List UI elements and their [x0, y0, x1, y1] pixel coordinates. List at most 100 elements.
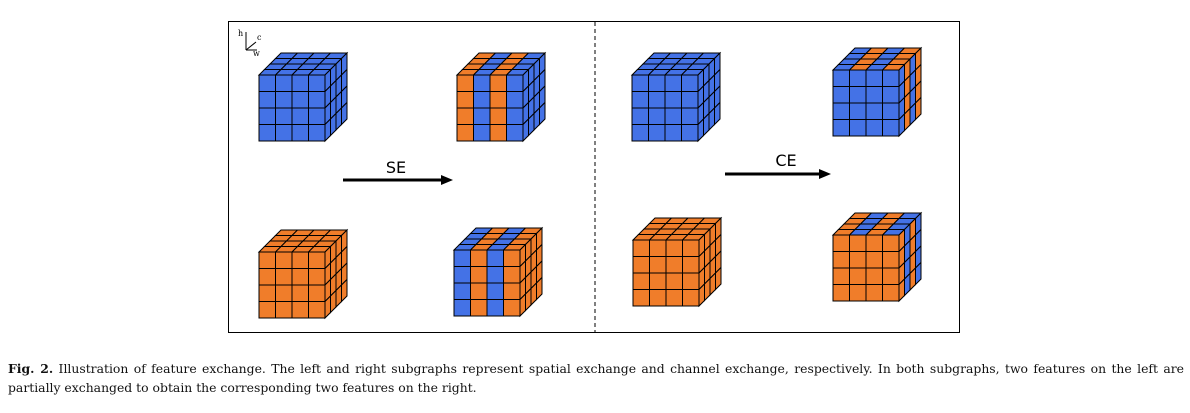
cube-front-cell [275, 74, 293, 92]
cube-front-cell [649, 272, 667, 290]
cube-front-cell [682, 239, 700, 257]
cube-front-cell [291, 268, 309, 286]
cube-front-cell [258, 74, 276, 92]
cube-front-cell [882, 284, 900, 302]
cube-ce-output-top [831, 46, 923, 138]
axis-legend: h c w [238, 29, 262, 58]
cube-front-cell [470, 299, 488, 317]
cube-front-cell [631, 124, 649, 142]
cube-se-input-orange [257, 228, 349, 320]
cube-front-cell [631, 74, 649, 92]
cube-front-cell [486, 299, 504, 317]
cube-front-cell [682, 289, 700, 307]
caption-label: Fig. 2. [8, 361, 54, 376]
cube-front-cell [275, 251, 293, 269]
cube-front-cell [503, 249, 521, 267]
cube-front-cell [648, 124, 666, 142]
cube-front-cell [506, 124, 524, 142]
cube-front-cell [275, 91, 293, 109]
cube-front-cell [865, 69, 883, 87]
cube-front-cell [308, 301, 326, 319]
cube-front-cell [456, 91, 474, 109]
cube-front-cell [258, 301, 276, 319]
cube-front-cell [631, 107, 649, 125]
cube-front-cell [291, 251, 309, 269]
cube-front-cell [258, 91, 276, 109]
cube-front-cell [470, 249, 488, 267]
cube-front-cell [849, 267, 867, 285]
cube-front-cell [882, 267, 900, 285]
cube-front-cell [486, 266, 504, 284]
cube-front-cell [275, 284, 293, 302]
cube-front-cell [832, 234, 850, 252]
cube-front-cell [665, 272, 683, 290]
cube-front-cell [291, 107, 309, 125]
cube-ce-input-orange [631, 216, 723, 308]
cube-front-cell [632, 272, 650, 290]
cube-front-cell [632, 289, 650, 307]
figure-frame [228, 21, 960, 333]
cube-front-cell [649, 289, 667, 307]
cube-front-cell [489, 91, 507, 109]
cube-front-cell [832, 119, 850, 137]
cube-front-cell [648, 74, 666, 92]
cube-front-cell [308, 107, 326, 125]
figure-canvas: h c w SE CE [238, 22, 923, 332]
cube-front-cell [308, 124, 326, 142]
cube-front-cell [258, 284, 276, 302]
se-label: SE [386, 158, 406, 177]
cube-front-cell [453, 282, 471, 300]
cube-front-cell [849, 284, 867, 302]
cube-front-cell [832, 69, 850, 87]
cube-front-cell [865, 119, 883, 137]
axis-label-c: c [257, 33, 262, 42]
cube-front-cell [489, 107, 507, 125]
cube-front-cell [275, 107, 293, 125]
cube-front-cell [506, 107, 524, 125]
cube-front-cell [258, 124, 276, 142]
se-arrow: SE [343, 158, 453, 185]
cube-front-cell [664, 124, 682, 142]
cube-front-cell [681, 91, 699, 109]
cube-front-cell [275, 268, 293, 286]
cube-front-cell [882, 102, 900, 120]
cube-front-cell [308, 268, 326, 286]
cube-front-cell [258, 107, 276, 125]
cube-front-cell [832, 267, 850, 285]
cube-front-cell [832, 86, 850, 104]
cube-front-cell [664, 91, 682, 109]
cube-front-cell [882, 86, 900, 104]
cube-se-input-blue [257, 51, 349, 143]
cube-front-cell [291, 284, 309, 302]
cube-front-cell [308, 91, 326, 109]
cube-front-cell [865, 102, 883, 120]
cube-front-cell [473, 124, 491, 142]
cube-front-cell [456, 74, 474, 92]
cube-front-cell [308, 284, 326, 302]
cube-front-cell [832, 102, 850, 120]
cube-front-cell [681, 74, 699, 92]
cube-front-cell [473, 74, 491, 92]
cube-front-cell [486, 249, 504, 267]
cube-front-cell [456, 124, 474, 142]
cube-front-cell [664, 107, 682, 125]
cube-se-output-bottom [452, 226, 544, 318]
cube-front-cell [849, 251, 867, 269]
ce-label: CE [775, 151, 796, 170]
cube-front-cell [865, 86, 883, 104]
cube-front-cell [258, 268, 276, 286]
ce-arrow: CE [725, 151, 831, 179]
cubes-layer [257, 46, 923, 320]
cube-front-cell [506, 74, 524, 92]
axis-label-w: w [253, 49, 260, 58]
cube-front-cell [470, 282, 488, 300]
cube-front-cell [665, 239, 683, 257]
cube-front-cell [503, 282, 521, 300]
cube-front-cell [275, 301, 293, 319]
cube-front-cell [648, 91, 666, 109]
cube-se-output-top [455, 51, 547, 143]
cube-front-cell [665, 289, 683, 307]
cube-front-cell [503, 266, 521, 284]
cube-front-cell [506, 91, 524, 109]
cube-front-cell [882, 251, 900, 269]
